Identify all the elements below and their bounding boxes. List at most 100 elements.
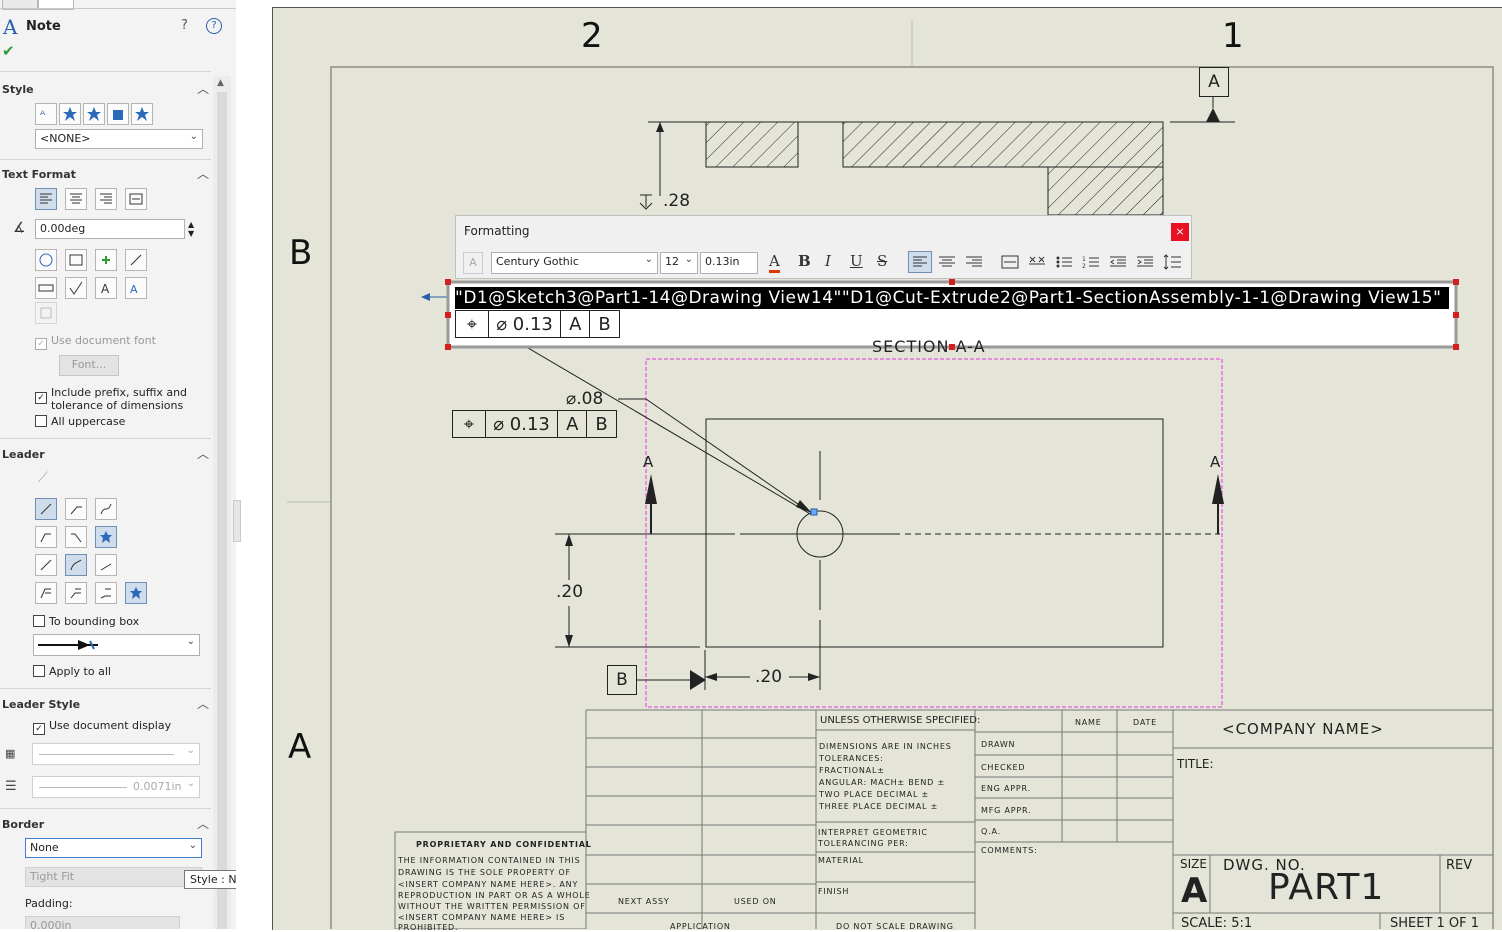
chevron-up-icon[interactable]: ︿ [196, 167, 209, 181]
section-style[interactable]: Style︿ [0, 82, 211, 96]
leader-attach-nearest-icon[interactable] [125, 582, 147, 604]
bold-icon[interactable]: B [798, 252, 811, 270]
save-style-icon[interactable] [107, 103, 129, 125]
leader-spline-icon[interactable] [95, 498, 117, 520]
hole-callout-icon[interactable]: A [125, 277, 147, 299]
line-thickness-select[interactable]: 0.0071in⌄ [32, 776, 200, 798]
style-select[interactable]: <NONE>⌄ [35, 129, 203, 149]
load-style-icon[interactable] [131, 103, 153, 125]
section-leader-style[interactable]: Leader Style︿ [0, 697, 211, 711]
scrollbar-thumb[interactable] [217, 92, 227, 929]
angle-input[interactable]: 0.00deg [35, 219, 185, 239]
close-button[interactable]: × [1171, 223, 1189, 241]
section-label[interactable]: SECTION A-A [872, 337, 986, 356]
leader-attach-bottom-icon[interactable] [95, 582, 117, 604]
chevron-up-icon[interactable]: ︿ [196, 817, 209, 831]
use-document-display-checkbox[interactable]: ✓Use document display [33, 719, 171, 735]
datum-feature-b[interactable]: B [607, 665, 637, 695]
feature-control-frame[interactable]: ⌖ ⌀ 0.13 A B [452, 410, 617, 438]
align-right-icon[interactable] [95, 188, 117, 210]
weld-symbol-icon[interactable]: A [95, 277, 117, 299]
leader-bottom-icon[interactable] [95, 554, 117, 576]
tab-property-manager[interactable] [2, 0, 38, 10]
border-size-select[interactable]: Tight Fit [25, 867, 202, 887]
font-style-icon[interactable]: A [463, 252, 483, 274]
hole-diameter-dimension[interactable]: ⌀.08 [566, 389, 604, 409]
insert-gtol-icon[interactable] [35, 277, 57, 299]
add-style-icon[interactable] [59, 103, 81, 125]
delete-style-icon[interactable] [83, 103, 105, 125]
font-select[interactable]: Century Gothic⌄ [491, 252, 658, 274]
chevron-up-icon[interactable]: ︿ [196, 697, 209, 711]
leader-middle-icon[interactable] [65, 554, 87, 576]
leader-top-icon[interactable] [35, 554, 57, 576]
section-border[interactable]: Border︿ [0, 817, 211, 831]
leader-nearest-icon[interactable] [95, 526, 117, 548]
font-button[interactable]: Font... [59, 355, 119, 376]
splitter-handle[interactable] [233, 500, 241, 542]
section-text-format[interactable]: Text Format︿ [0, 167, 211, 181]
fit-text-icon[interactable] [125, 188, 147, 210]
ok-checkmark-icon[interactable]: ✔ [2, 42, 15, 60]
line-spacing-icon[interactable] [1161, 252, 1183, 272]
surface-finish-icon[interactable] [65, 277, 87, 299]
fit-text-icon[interactable] [999, 252, 1021, 272]
chevron-up-icon[interactable]: ︿ [196, 447, 209, 461]
align-center-icon[interactable] [936, 252, 958, 272]
align-left-button[interactable] [908, 251, 932, 273]
to-bounding-box-checkbox[interactable]: To bounding box [33, 615, 139, 628]
leader-bent-icon[interactable] [65, 498, 87, 520]
add-symbol-icon[interactable] [95, 249, 117, 271]
border-style-select[interactable]: None⌄ [25, 838, 202, 858]
help-icon[interactable]: ? [206, 18, 222, 34]
padding-value: 0.000in [30, 919, 72, 929]
padding-input[interactable]: 0.000in [25, 916, 180, 929]
panel-scrollbar[interactable]: ▲ [213, 76, 231, 929]
underline-icon[interactable]: U [850, 252, 863, 270]
align-left-icon[interactable] [35, 188, 57, 210]
stack-fraction-icon[interactable] [1026, 252, 1048, 272]
link-to-property-icon[interactable] [65, 249, 87, 271]
angle-spinner[interactable]: ▲▼ [188, 220, 195, 238]
numbering-icon[interactable]: 12 [1080, 252, 1102, 272]
whats-new-icon[interactable]: ? [181, 18, 188, 33]
leader-attach-mid-icon[interactable] [65, 582, 87, 604]
chevron-up-icon[interactable]: ︿ [196, 82, 209, 96]
tab-configuration[interactable] [38, 0, 74, 10]
all-uppercase-checkbox[interactable]: All uppercase [35, 415, 125, 428]
decrease-indent-icon[interactable] [1107, 252, 1129, 272]
leader-attach-top-icon[interactable] [35, 582, 57, 604]
datum-feature-a[interactable]: A [1199, 67, 1229, 97]
line-style-select[interactable]: ⌄ [32, 743, 200, 765]
strikethrough-icon[interactable]: S [877, 252, 888, 270]
bullets-icon[interactable] [1053, 252, 1075, 272]
section-leader[interactable]: Leader︿ [0, 447, 211, 461]
apply-default-style-icon[interactable]: ᴬ [35, 103, 57, 125]
panel-splitter[interactable] [233, 0, 272, 929]
front-view[interactable] [421, 293, 1224, 708]
leader-left-icon[interactable] [35, 526, 57, 548]
italic-icon[interactable]: I [825, 252, 831, 270]
horizontal-dimension[interactable]: .20 [755, 667, 783, 687]
note-feature-control-frame[interactable]: ⌖ ⌀ 0.13 A B [455, 310, 620, 338]
increase-indent-icon[interactable] [1134, 252, 1156, 272]
apply-to-all-checkbox[interactable]: Apply to all [33, 665, 111, 678]
lock-unlock-icon[interactable] [125, 249, 147, 271]
align-right-icon[interactable] [963, 252, 985, 272]
include-prefix-checkbox[interactable]: ✓Include prefix, suffix and tolerance of… [35, 386, 195, 412]
font-size-select[interactable]: 12⌄ [660, 252, 698, 274]
insert-hyperlink-icon[interactable] [35, 249, 57, 271]
vertical-dimension[interactable]: .20 [556, 582, 584, 602]
font-height-input[interactable]: 0.13in [700, 252, 758, 274]
align-center-icon[interactable] [65, 188, 87, 210]
leader-right-icon[interactable] [65, 526, 87, 548]
note-text-selected[interactable]: "D1@Sketch3@Part1-14@Drawing View14""D1@… [455, 287, 1449, 309]
angle-icon: ∡ [13, 220, 26, 236]
use-document-font-checkbox[interactable]: ✓Use document font [35, 334, 156, 350]
scroll-up-icon[interactable]: ▲ [217, 78, 224, 88]
leader-straight-icon[interactable] [35, 498, 57, 520]
font-color-icon[interactable]: A [769, 252, 780, 273]
arrow-style-select[interactable]: ⌄ [33, 634, 200, 656]
section-view[interactable] [648, 96, 1235, 216]
depth-dimension[interactable]: .28 [663, 191, 691, 211]
